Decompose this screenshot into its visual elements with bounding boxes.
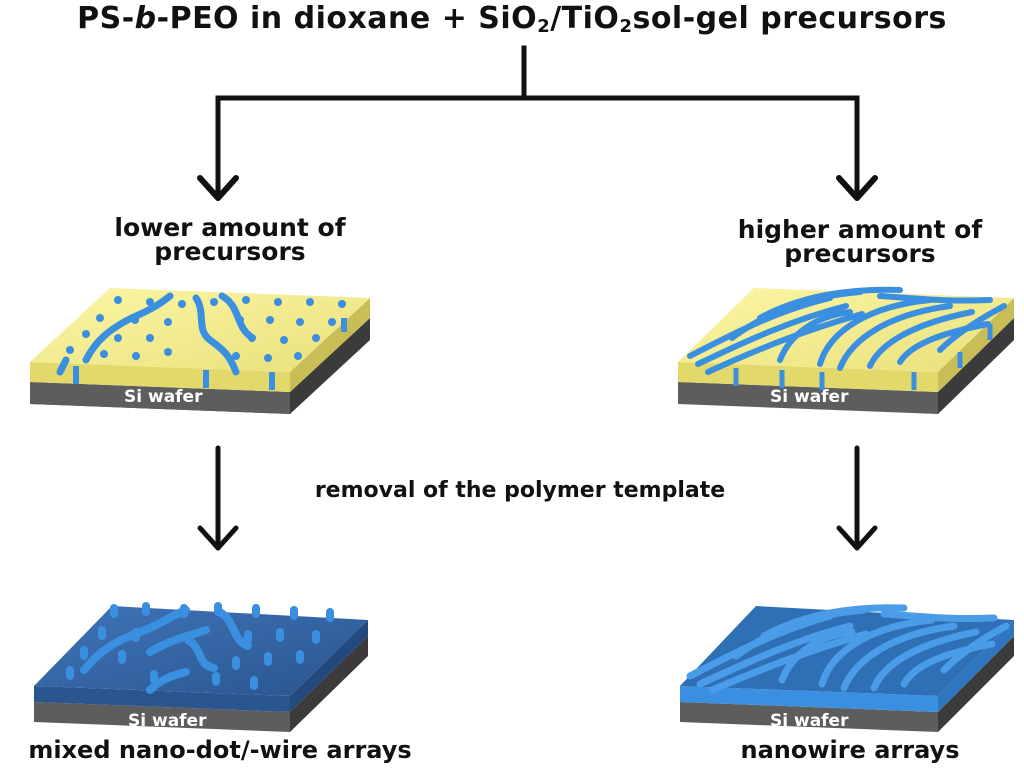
down-arrow-icon [836, 175, 878, 201]
down-arrow-icon [197, 175, 239, 201]
si-wafer-label: Si wafer [124, 387, 203, 407]
left-condition-line2: precursors [154, 237, 306, 266]
title-part: /TiO [550, 1, 620, 36]
process-title: PS-b-PEO in dioxane + SiO2/TiO2sol-gel p… [0, 1, 1024, 37]
title-part: -PEO in dioxane + SiO [156, 1, 538, 36]
left-condition-label: lower amount of precursors [80, 213, 380, 266]
si-wafer-label: Si wafer [770, 711, 849, 731]
nanodot-group [66, 296, 346, 362]
right-condition-line1: higher amount of [737, 215, 983, 244]
nanodot-group [66, 602, 334, 690]
vertical-pillars [733, 324, 993, 390]
nanowire-group [56, 292, 254, 376]
si-wafer-label: Si wafer [770, 387, 849, 407]
title-italic: b [134, 1, 157, 36]
nanowire-group [687, 286, 1007, 375]
down-arrow-icon [197, 445, 239, 551]
right-condition-line2: precursors [784, 239, 936, 268]
left-result-label: mixed nano-dot/-wire arrays [28, 736, 412, 764]
nanowire-group [686, 604, 1010, 694]
title-subscript: 2 [537, 16, 551, 37]
removal-step-label: removal of the polymer template [314, 478, 726, 503]
down-arrow-icon [836, 445, 878, 551]
left-template-wafer: Si wafer [30, 288, 370, 414]
title-part: PS- [77, 1, 135, 36]
right-result-wafer: Si wafer [680, 604, 1014, 732]
title-part: sol-gel precursors [632, 1, 947, 36]
vertical-pillars [73, 318, 347, 390]
left-result-wafer: Si wafer [34, 602, 368, 732]
title-subscript: 2 [619, 16, 633, 37]
right-condition-label: higher amount of precursors [710, 215, 1010, 268]
right-template-wafer: Si wafer [678, 286, 1014, 414]
right-result-label: nanowire arrays [740, 736, 960, 764]
split-connector [215, 45, 860, 199]
si-wafer-label: Si wafer [128, 711, 207, 731]
nanowire-group [80, 606, 252, 694]
left-condition-line1: lower amount of [114, 213, 346, 242]
